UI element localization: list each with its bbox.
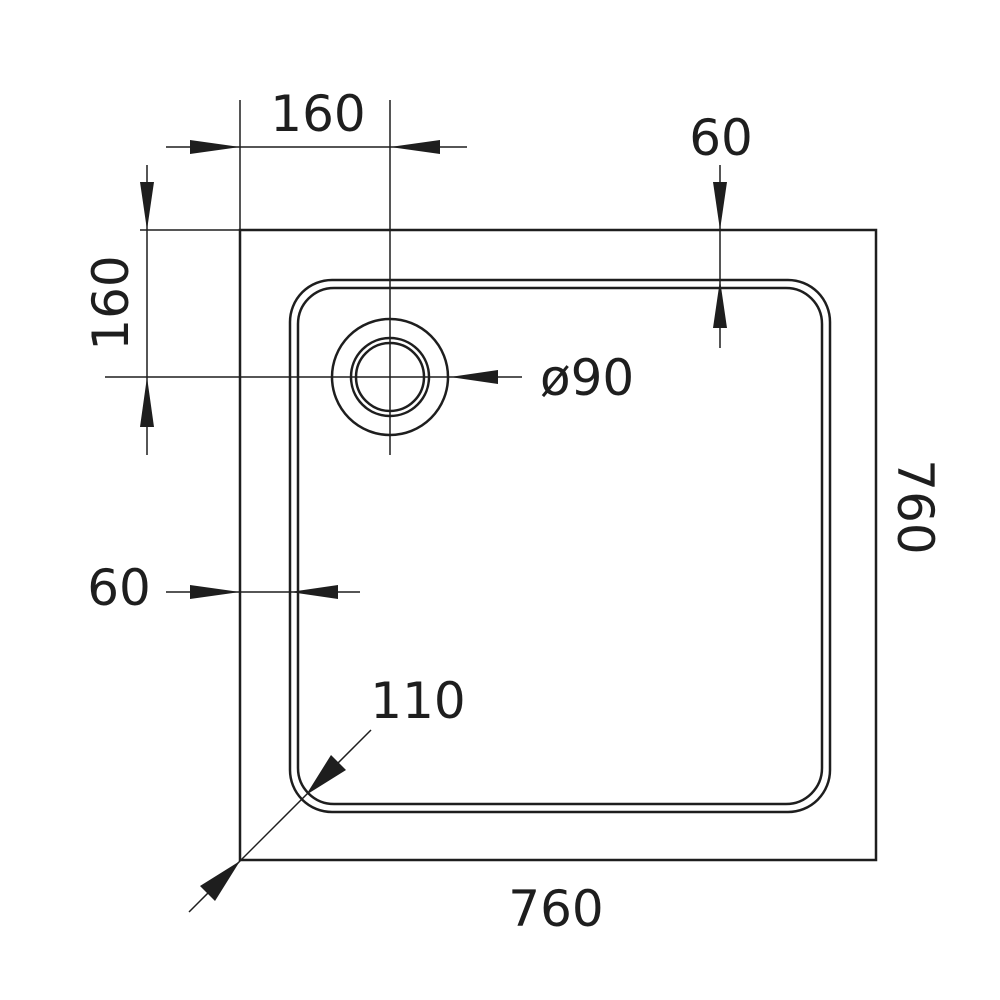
dim-waste-diameter: ø90 [540, 349, 634, 407]
tray-inner-outline-outer [288, 278, 832, 814]
dim-top-arrow-right [390, 140, 440, 154]
dim-rim-top-arrow-up [713, 280, 727, 328]
dim-corner-arrow-inner [306, 755, 346, 795]
dim-width: 760 [508, 880, 603, 938]
tray-outer-outline [238, 228, 878, 862]
tray-inner-outline-inner [296, 286, 824, 806]
dim-waste-arrow [450, 370, 498, 384]
dim-waste-offset-x: 160 [270, 85, 365, 143]
dim-rim-left-arrow-right [190, 585, 240, 599]
dim-rim-left: 60 [87, 559, 151, 617]
dim-corner-radius: 110 [370, 672, 465, 730]
dim-left-arrow-bottom [140, 377, 154, 427]
dim-left-arrow-top [140, 182, 154, 230]
dim-rim-top: 60 [689, 109, 753, 167]
dim-top-arrow-left [190, 140, 240, 154]
dim-corner-arrow-outer [200, 861, 240, 901]
dim-depth: 760 [886, 459, 944, 554]
dim-rim-top-arrow-down [713, 182, 727, 230]
dim-rim-left-arrow-left [290, 585, 338, 599]
dim-waste-offset-y: 160 [82, 255, 140, 350]
